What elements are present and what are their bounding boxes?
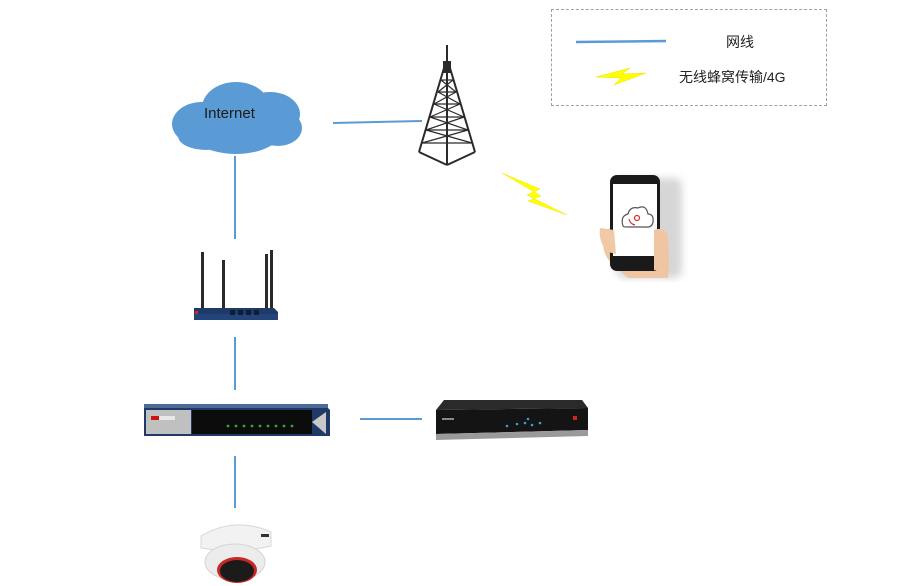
switch-icon [144, 404, 330, 436]
wireless-router [190, 248, 280, 324]
legend-label-cable: 网线 [726, 34, 754, 50]
phone-in-hand-icon [599, 175, 682, 278]
dome-camera [197, 516, 275, 586]
nvr-recorder [432, 396, 592, 442]
internet-cloud: Internet [166, 78, 306, 156]
camera-icon [200, 524, 272, 583]
legend-symbols [575, 39, 667, 86]
lightning-icon [501, 172, 568, 216]
router-icon [194, 250, 278, 320]
legend: 网线 无线蜂窝传输/4G [551, 9, 827, 106]
network-switch [140, 400, 330, 440]
legend-label-wireless: 无线蜂窝传输/4G [679, 69, 786, 85]
internet-label: Internet [204, 105, 255, 122]
nvr-icon [436, 400, 588, 440]
cloud-icon [172, 82, 302, 154]
edge-internet-tower [332, 120, 423, 124]
smartphone [598, 170, 688, 282]
legend-lightning-icon [595, 67, 647, 86]
legend-cable-line-icon [575, 39, 667, 44]
